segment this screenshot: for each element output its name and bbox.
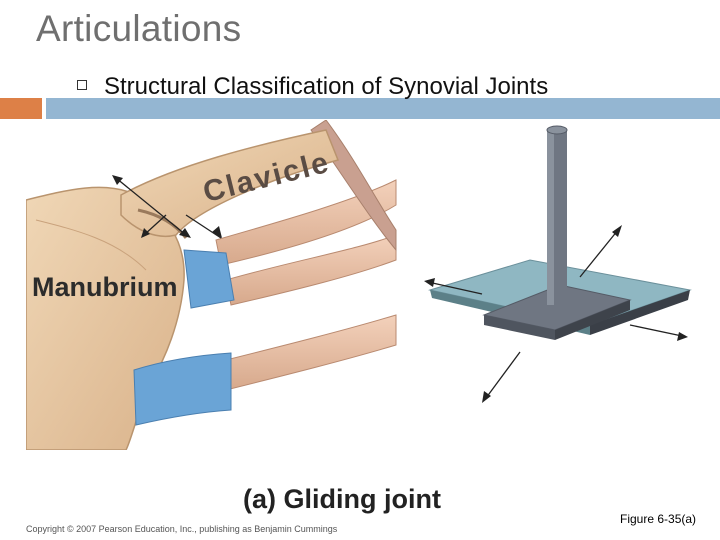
figure-caption: (a) Gliding joint — [243, 484, 441, 514]
hollow-square-bullet-icon — [77, 80, 87, 90]
sternoclavicular-joint-illustration — [26, 120, 397, 450]
gliding-joint-figure — [26, 120, 720, 520]
figure-reference: Figure 6-35(a) — [620, 512, 697, 526]
accent-bar-orange — [0, 98, 42, 119]
accent-bar-blue — [46, 98, 720, 119]
manubrium-label: Manubrium — [32, 272, 178, 302]
slide-title: Articulations — [36, 8, 242, 49]
copyright-notice: Copyright © 2007 Pearson Education, Inc.… — [26, 524, 338, 534]
bullet-text: Structural Classification of Synovial Jo… — [104, 73, 549, 100]
gliding-joint-model — [424, 125, 692, 403]
